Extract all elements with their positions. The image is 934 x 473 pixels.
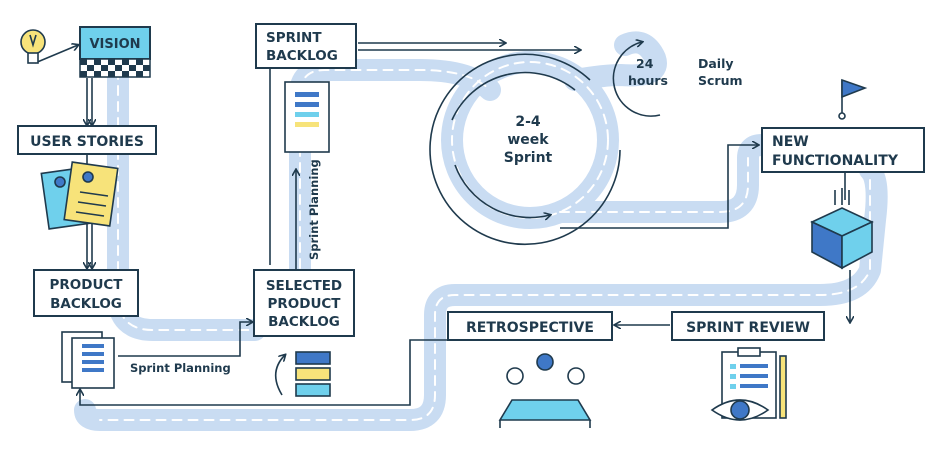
svg-text:SPRINT REVIEW: SPRINT REVIEW [686,320,810,336]
svg-text:NEW: NEW [772,134,809,150]
daily-hours-label: 24 hours [628,56,668,88]
sprint-planning-label: Sprint Planning [130,361,231,375]
product-backlog-box: PRODUCT BACKLOG [33,269,139,317]
svg-text:SELECTED: SELECTED [266,278,342,294]
checkered-flag-icon [79,58,151,78]
sprint-review-box: SPRINT REVIEW [671,311,825,341]
open-box-icon [810,188,874,270]
svg-text:FUNCTIONALITY: FUNCTIONALITY [772,153,899,169]
selected-product-backlog-box: SELECTED PRODUCT BACKLOG [253,269,355,337]
lightbulb-icon [20,29,46,64]
svg-text:BACKLOG: BACKLOG [266,48,338,64]
daily-scrum-label: Daily Scrum [698,56,743,88]
new-functionality-box: NEW FUNCTIONALITY [761,127,925,173]
svg-text:PRODUCT: PRODUCT [267,296,341,312]
svg-text:hours: hours [628,73,668,88]
team-meeting-icon [498,353,592,428]
sprint-backlog-box: SPRINT BACKLOG [255,23,357,69]
svg-text:VISION: VISION [89,37,140,52]
svg-text:RETROSPECTIVE: RETROSPECTIVE [466,320,594,336]
svg-text:Daily: Daily [698,56,734,71]
stacked-items-icon [274,351,331,397]
svg-text:SPRINT: SPRINT [266,30,322,46]
svg-text:BACKLOG: BACKLOG [50,296,122,312]
review-clipboard-eye-icon [710,347,787,421]
sprint-cycle-label: 2-4 week Sprint [504,114,553,166]
vision-box: VISION [79,26,151,60]
user-stories-box: USER STORIES [17,125,157,155]
svg-text:PRODUCT: PRODUCT [49,277,123,293]
svg-text:2-4: 2-4 [515,114,541,130]
user-story-cards-icon [40,161,119,230]
svg-text:24: 24 [636,56,654,71]
sprint-cycle-arrows [429,42,661,246]
retrospective-box: RETROSPECTIVE [447,311,613,341]
svg-text:BACKLOG: BACKLOG [268,314,340,330]
svg-text:USER STORIES: USER STORIES [30,134,144,150]
sprint-document-icon [284,81,330,153]
svg-text:Sprint: Sprint [504,150,553,166]
goal-flag-icon [838,78,868,120]
svg-text:Scrum: Scrum [698,73,743,88]
sprint-planning-vertical-label: Sprint Planning [307,159,321,260]
backlog-documents-icon [61,331,115,389]
svg-text:week: week [507,132,549,148]
